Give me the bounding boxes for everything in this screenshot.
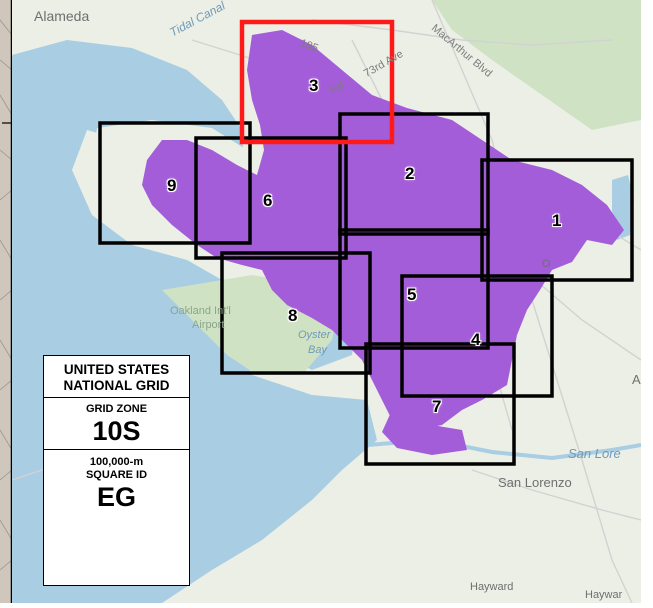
place-label-hayward-1: Hayward [470, 581, 514, 593]
grid-square-7[interactable] [364, 342, 516, 466]
grid-square-9[interactable] [98, 121, 252, 245]
legend-title: UNITED STATES NATIONAL GRID [44, 356, 189, 398]
grid-label-9: 9 [167, 176, 177, 195]
place-label-oakland-airport-2: Airport [192, 319, 225, 331]
legend-square-id-label-2: SQUARE ID [85, 469, 148, 481]
grid-label-5: 5 [407, 285, 417, 304]
grid-label-8: 8 [288, 306, 298, 325]
grid-label-1: 1 [552, 211, 562, 230]
legend-grid-zone-value: 10S [92, 416, 141, 446]
grid-label-3: 3 [309, 76, 319, 95]
grid-square-2[interactable] [338, 112, 490, 236]
urban-south-strip [382, 410, 467, 455]
place-label-hayward-2: Haywar [585, 589, 623, 601]
legend-grid-zone: GRID ZONE 10S [44, 398, 189, 450]
legend-title-line1: UNITED STATES [63, 362, 170, 377]
legend-square-id: 100,000-m SQUARE ID EG [44, 450, 189, 515]
grid-square-8[interactable] [220, 251, 372, 375]
legend-grid-zone-label: GRID ZONE [85, 403, 148, 415]
hill-park [432, 0, 641, 130]
grid-square-4[interactable] [400, 274, 554, 398]
place-label-a: A [632, 372, 641, 387]
grid-square-5[interactable] [338, 228, 490, 350]
usng-legend: UNITED STATES NATIONAL GRID GRID ZONE 10… [43, 355, 190, 586]
grid-label-2: 2 [405, 164, 415, 183]
grid-square-3[interactable] [239, 19, 395, 145]
legend-title-line2: NATIONAL GRID [63, 378, 170, 393]
legend-square-id-label-1: 100,000-m [89, 456, 144, 468]
place-label-o: O [542, 258, 551, 270]
grid-label-4: 4 [471, 330, 481, 349]
place-label-san-lorenzo-creek: San Lore [568, 446, 621, 461]
adjacent-terrain-strip [0, 0, 13, 603]
grid-square-6[interactable] [194, 136, 348, 260]
grid-label-7: 7 [432, 397, 442, 416]
place-label-san-lorenzo: San Lorenzo [498, 475, 572, 490]
usng-grid-overlay [98, 19, 634, 466]
place-label-alameda: Alameda [34, 8, 90, 24]
grid-square-1[interactable] [480, 158, 634, 282]
place-label-oyster-bay-1: Oyster [298, 329, 331, 341]
grid-label-6: 6 [263, 191, 273, 210]
place-label-oyster-bay-2: Bay [308, 344, 327, 356]
place-label-oakland-airport-1: Oakland Int'l [170, 305, 231, 317]
legend-square-id-value: EG [96, 482, 136, 512]
